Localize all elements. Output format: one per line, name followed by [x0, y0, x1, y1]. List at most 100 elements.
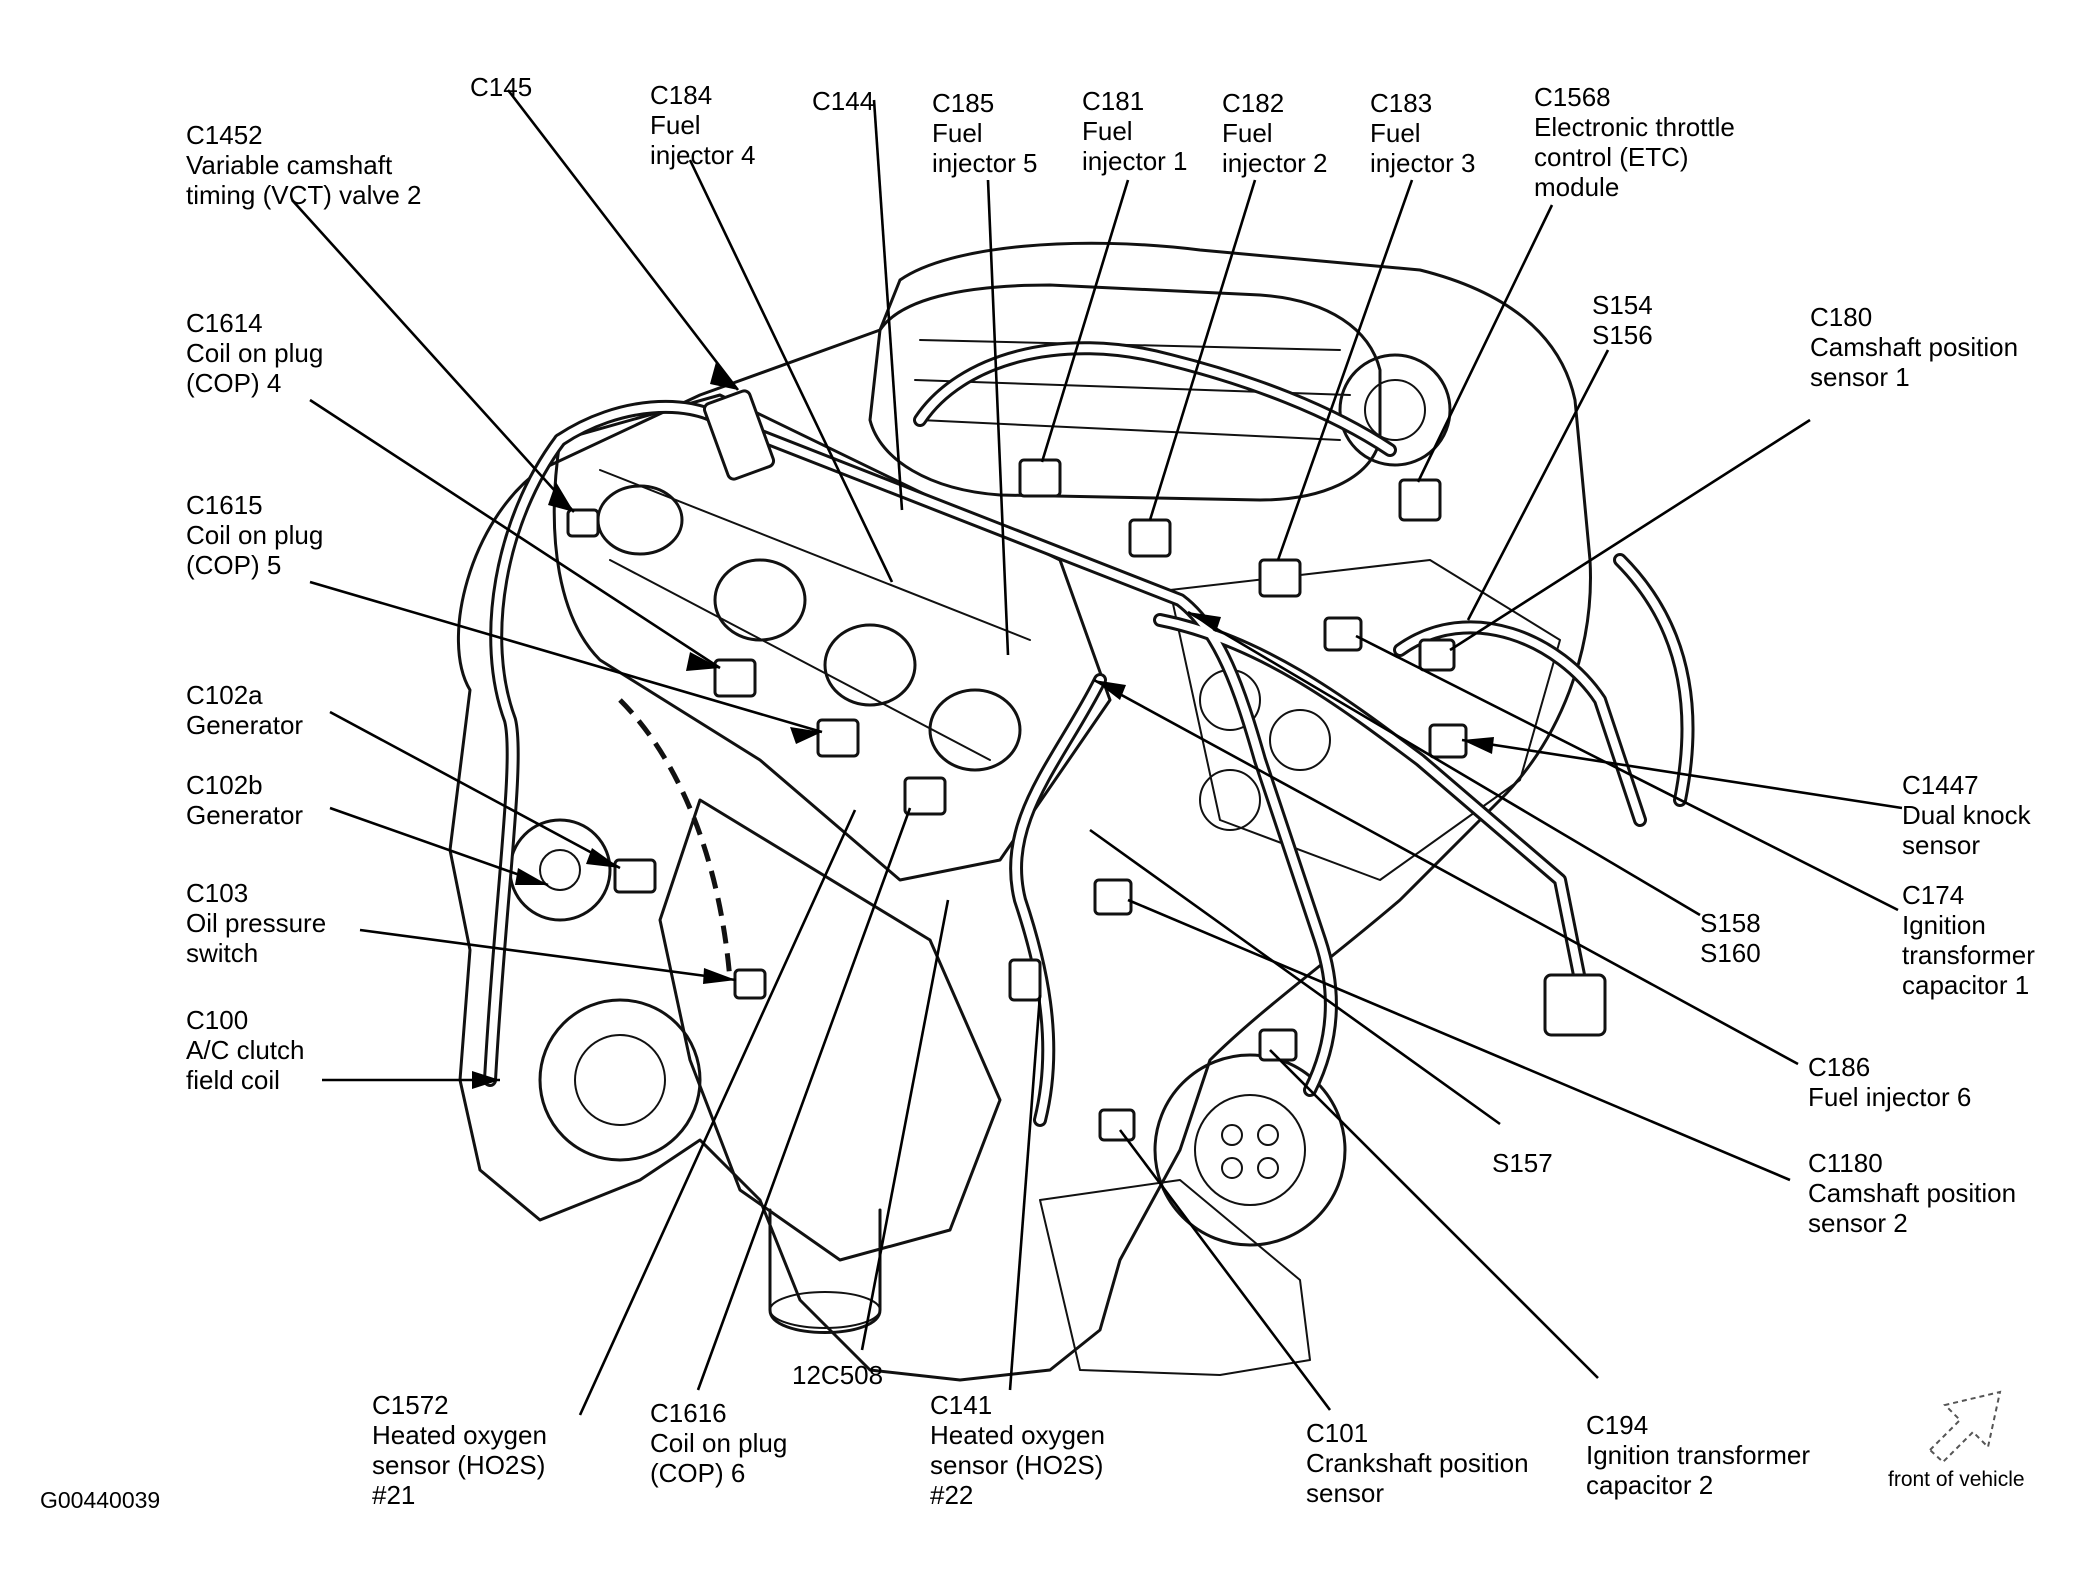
- arrow-c145: [710, 362, 738, 390]
- callout-s154-line: S156: [1592, 320, 1653, 350]
- connector-c1452: [566, 508, 600, 538]
- callout-c186-line: Fuel injector 6: [1808, 1082, 1972, 1112]
- vacuum-line-dashed: [618, 698, 733, 981]
- callout-c101-line: C101: [1306, 1418, 1369, 1448]
- arrow-c102b: [515, 868, 548, 885]
- connector-c180: [1418, 638, 1456, 672]
- connector-c141: [1098, 1108, 1136, 1142]
- connector-c103: [733, 968, 767, 1000]
- oil-filler-cap: [596, 484, 684, 556]
- arrow-s158: [1188, 612, 1221, 632]
- callout-c194-line: C194: [1586, 1410, 1649, 1440]
- leader-c145: [506, 89, 740, 391]
- leader-c101: [1118, 1129, 1332, 1411]
- callout-c174-line: C174: [1902, 880, 1965, 910]
- leader-c102a: [329, 710, 621, 870]
- callout-c185-line: Fuel: [932, 118, 983, 148]
- leader-c1452: [291, 199, 575, 513]
- callout-c181-line: Fuel: [1082, 116, 1133, 146]
- leader-c1180: [1127, 898, 1791, 1182]
- callout-c103-line: switch: [186, 938, 259, 968]
- callout-c182-line: Fuel: [1222, 118, 1273, 148]
- coil-tower-5: [823, 623, 917, 707]
- callout-c1616-line: C1616: [650, 1398, 727, 1428]
- callout-c1614-line: (COP) 4: [186, 368, 282, 398]
- oil-filter: [768, 1208, 882, 1334]
- leader-c102b: [329, 806, 549, 887]
- callout-c1568-line: control (ETC): [1534, 142, 1689, 172]
- leader-12c508: [860, 899, 950, 1351]
- connector-c1572: [1008, 958, 1042, 1002]
- engine-outline: [448, 241, 1592, 1382]
- callout-c101-line: Crankshaft position: [1306, 1448, 1529, 1478]
- callout-c1572-line: C1572: [372, 1390, 449, 1420]
- connector-c102a: [613, 858, 657, 894]
- callout-c174-line: capacitor 1: [1902, 970, 2030, 1000]
- leader-c144: [872, 99, 904, 511]
- leader-c1616: [696, 807, 912, 1391]
- arrow-c186: [1094, 680, 1126, 700]
- arrow-c1614: [686, 652, 720, 671]
- callout-c1452-line: C1452: [186, 120, 263, 150]
- callout-c145: C145: [470, 72, 532, 102]
- leader-c174: [1355, 634, 1899, 912]
- leader-c1568: [1416, 204, 1554, 483]
- oil-pan: [1039, 1179, 1311, 1376]
- callout-c1447-line: C1447: [1902, 770, 1979, 800]
- connector-c182: [1128, 518, 1172, 558]
- callout-c1615-line: C1615: [186, 490, 263, 520]
- arrow-c1615: [790, 727, 822, 744]
- callout-c141-line: Heated oxygen: [930, 1420, 1105, 1450]
- callout-c1180-line: sensor 2: [1808, 1208, 1908, 1238]
- crank-pulley: [1153, 1053, 1347, 1247]
- callout-c185-line: injector 5: [932, 148, 1038, 178]
- callout-p12c508: 12C508: [792, 1360, 883, 1390]
- connector-c1616: [903, 776, 947, 816]
- figure-id: G00440039: [40, 1487, 161, 1513]
- callout-c1572-line: Heated oxygen: [372, 1420, 547, 1450]
- callout-c144-line: C144: [812, 86, 875, 116]
- callout-c1614-line: C1614: [186, 308, 263, 338]
- connector-c183: [1258, 558, 1302, 598]
- callout-s157: S157: [1492, 1148, 1553, 1178]
- leader-c1447: [1461, 738, 1903, 810]
- callout-c103-line: Oil pressure: [186, 908, 327, 938]
- callout-c100-line: A/C clutch: [186, 1035, 305, 1065]
- connector-c145: [702, 389, 776, 481]
- callout-c103-line: C103: [186, 878, 249, 908]
- callout-c184-line: Fuel: [650, 110, 701, 140]
- callout-c194-line: Ignition transformer: [1586, 1440, 1810, 1470]
- leader-c180: [1449, 418, 1811, 652]
- callout-c1452-line: Variable camshaft: [186, 150, 393, 180]
- callout-c180-line: sensor 1: [1810, 362, 1910, 392]
- callout-c1447-line: sensor: [1902, 830, 1981, 860]
- arrow-c100: [472, 1071, 500, 1089]
- coil-tower-4: [713, 558, 807, 642]
- leader-c194: [1269, 1049, 1599, 1379]
- leader-c1615: [309, 580, 823, 734]
- callout-c183-line: Fuel: [1370, 118, 1421, 148]
- callout-c102a-line: C102a: [186, 680, 263, 710]
- callout-c180-line: C180: [1810, 302, 1873, 332]
- callout-c102a-line: Generator: [186, 710, 304, 740]
- coil-tower-6: [928, 688, 1022, 772]
- callout-c141-line: sensor (HO2S): [930, 1450, 1104, 1480]
- callout-c185-line: C185: [932, 88, 995, 118]
- connector-c1568: [1398, 478, 1442, 522]
- callout-c186-line: C186: [1808, 1052, 1871, 1082]
- connector-c1614: [713, 658, 757, 698]
- connector-c181: [1018, 458, 1062, 498]
